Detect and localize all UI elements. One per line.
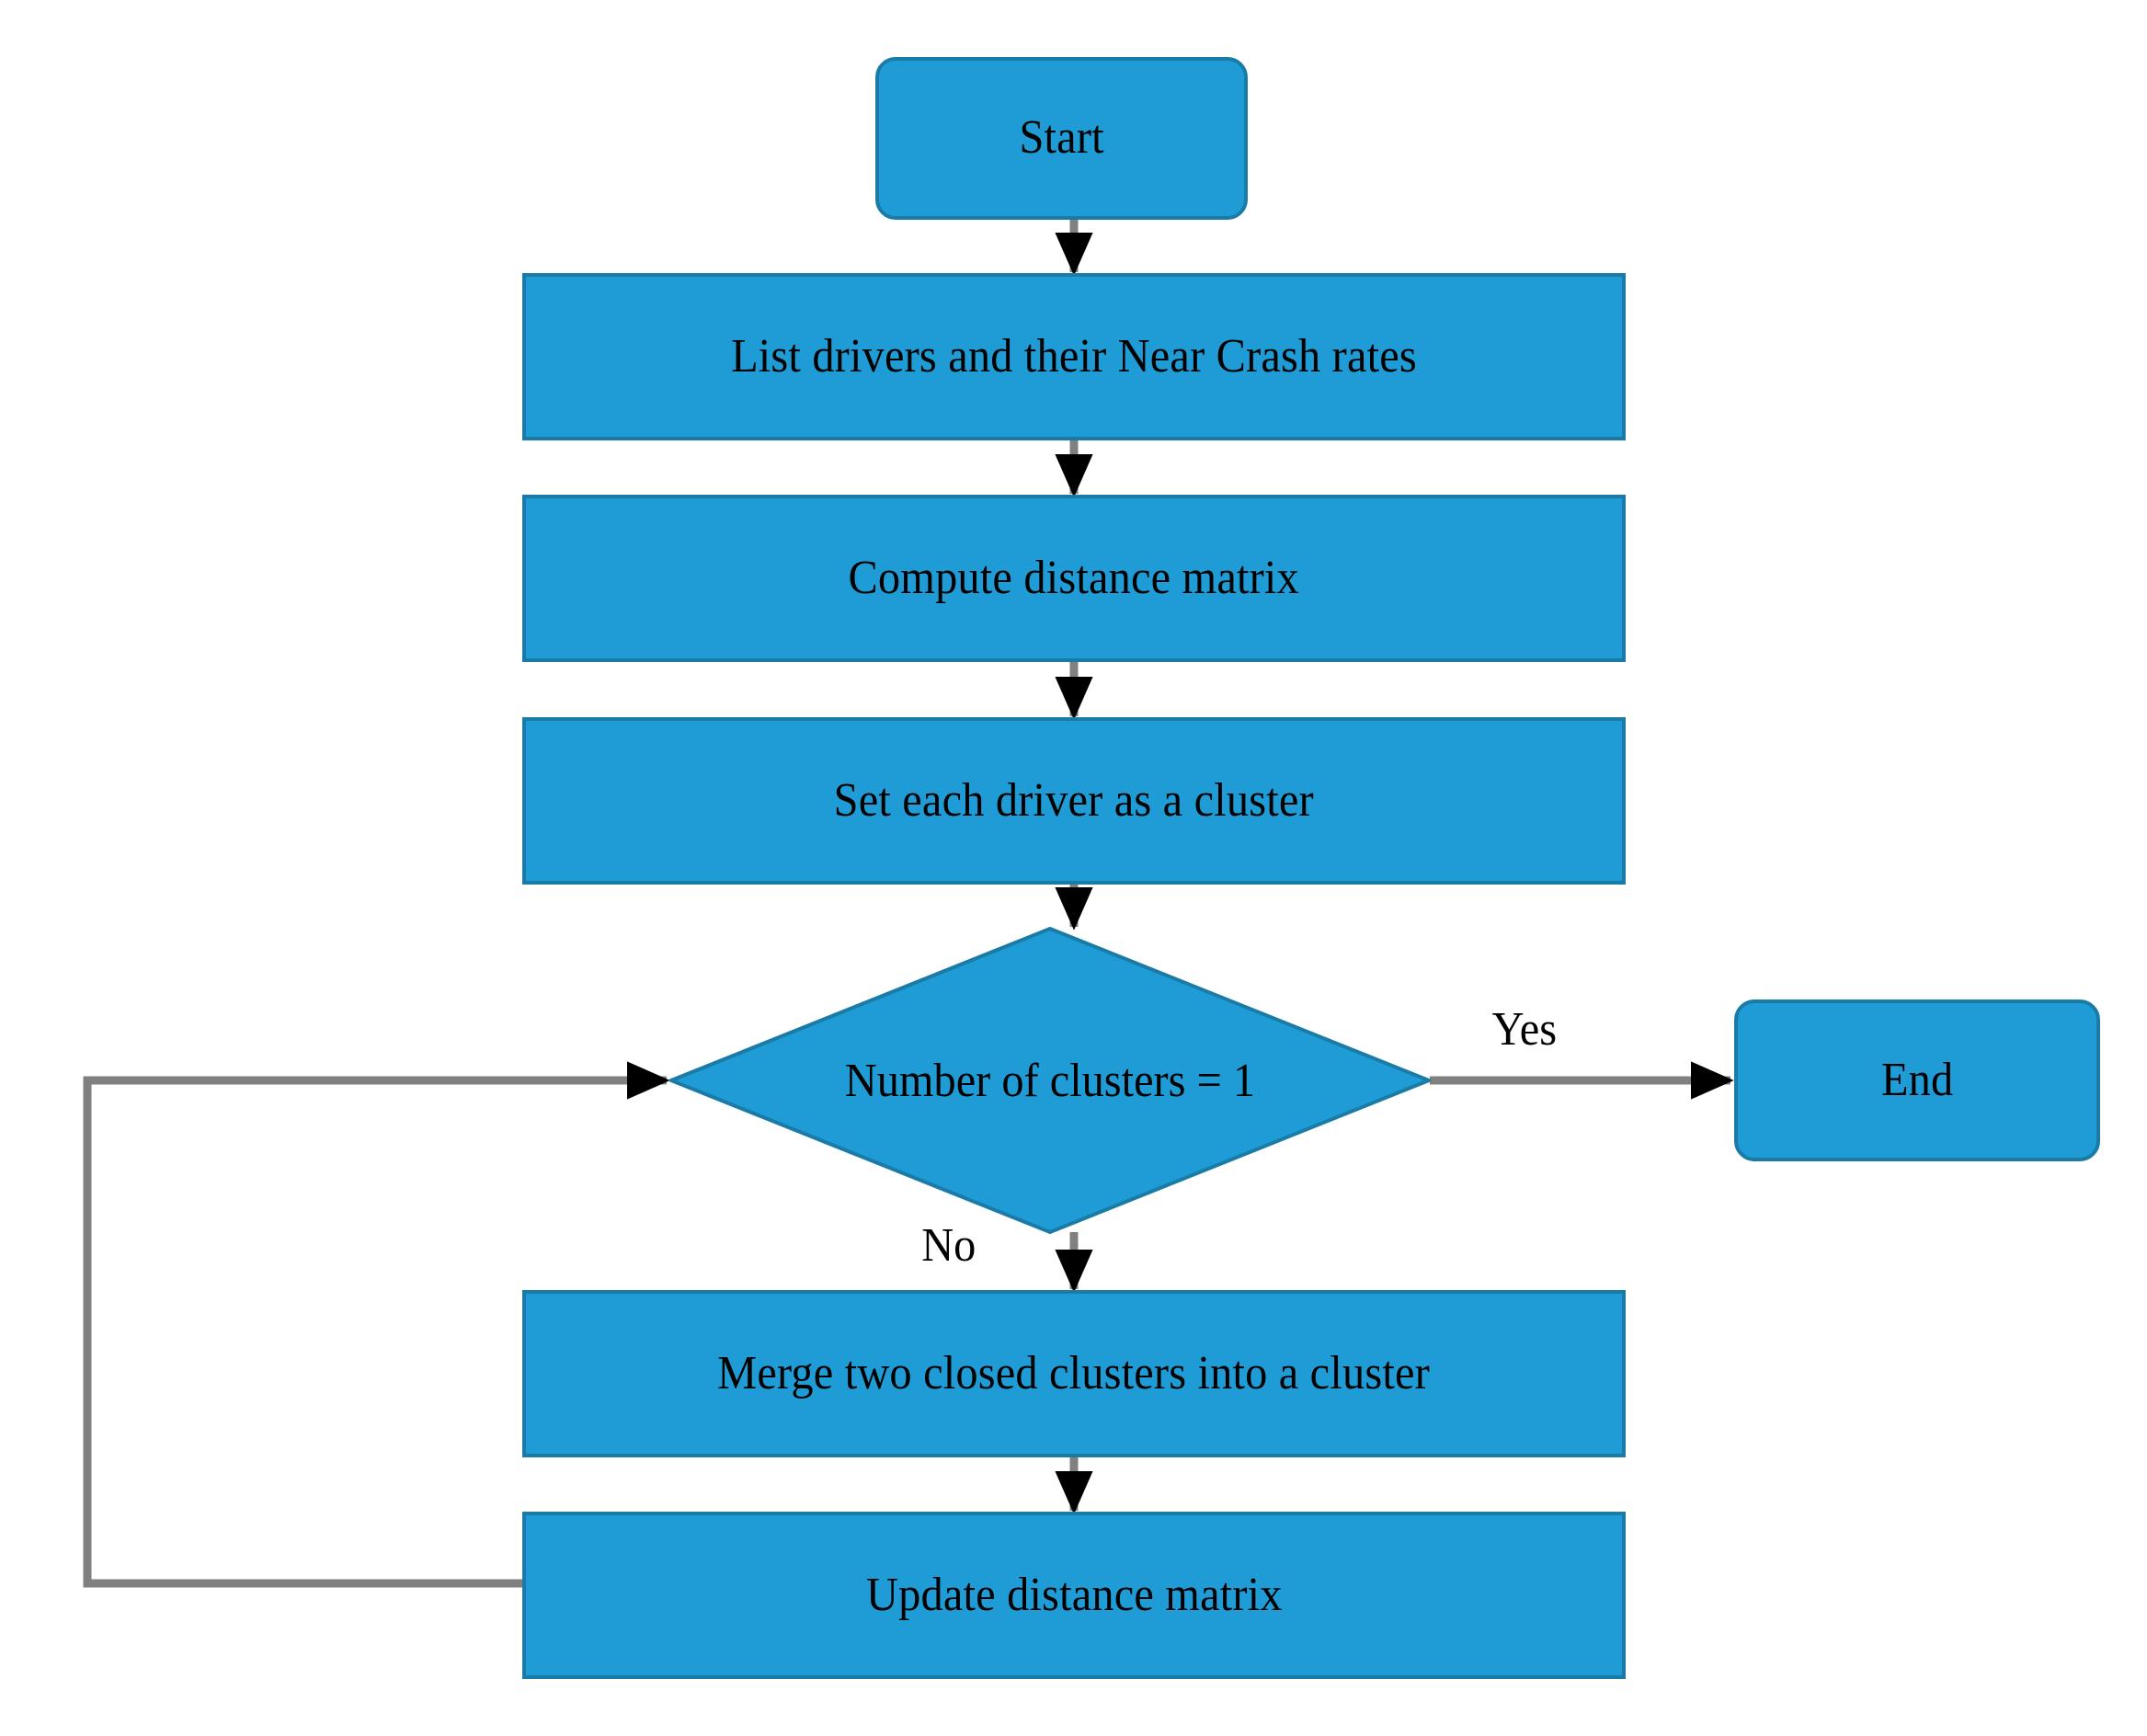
node-decision-number-of-clusters[interactable]: Number of clusters = 1 [669, 927, 1431, 1234]
node-set-each-driver-as-cluster-label: Set each driver as a cluster [833, 773, 1315, 827]
node-list-drivers-label: List drivers and their Near Crash rates [731, 329, 1417, 383]
node-merge-clusters-label: Merge two closed clusters into a cluster [717, 1346, 1431, 1399]
node-decision-label: Number of clusters = 1 [844, 1054, 1256, 1107]
edge-label-yes: Yes [1492, 1002, 1557, 1056]
node-start-label: Start [1019, 111, 1104, 165]
node-end-label: End [1880, 1053, 1954, 1106]
node-update-distance-matrix-label: Update distance matrix [865, 1568, 1283, 1621]
node-compute-distance-matrix[interactable]: Compute distance matrix [522, 495, 1626, 662]
node-update-distance-matrix[interactable]: Update distance matrix [522, 1512, 1626, 1679]
node-merge-clusters[interactable]: Merge two closed clusters into a cluster [522, 1290, 1626, 1457]
edge-label-yes-text: Yes [1491, 1003, 1558, 1056]
node-end[interactable]: End [1734, 999, 2100, 1161]
node-list-drivers[interactable]: List drivers and their Near Crash rates [522, 273, 1626, 440]
node-compute-distance-matrix-label: Compute distance matrix [848, 551, 1300, 604]
edge-label-no-text: No [921, 1219, 976, 1272]
edge-label-no: No [921, 1218, 976, 1273]
node-start[interactable]: Start [875, 57, 1248, 220]
node-set-each-driver-as-cluster[interactable]: Set each driver as a cluster [522, 717, 1626, 885]
decision-diamond-shape [669, 927, 1431, 1234]
